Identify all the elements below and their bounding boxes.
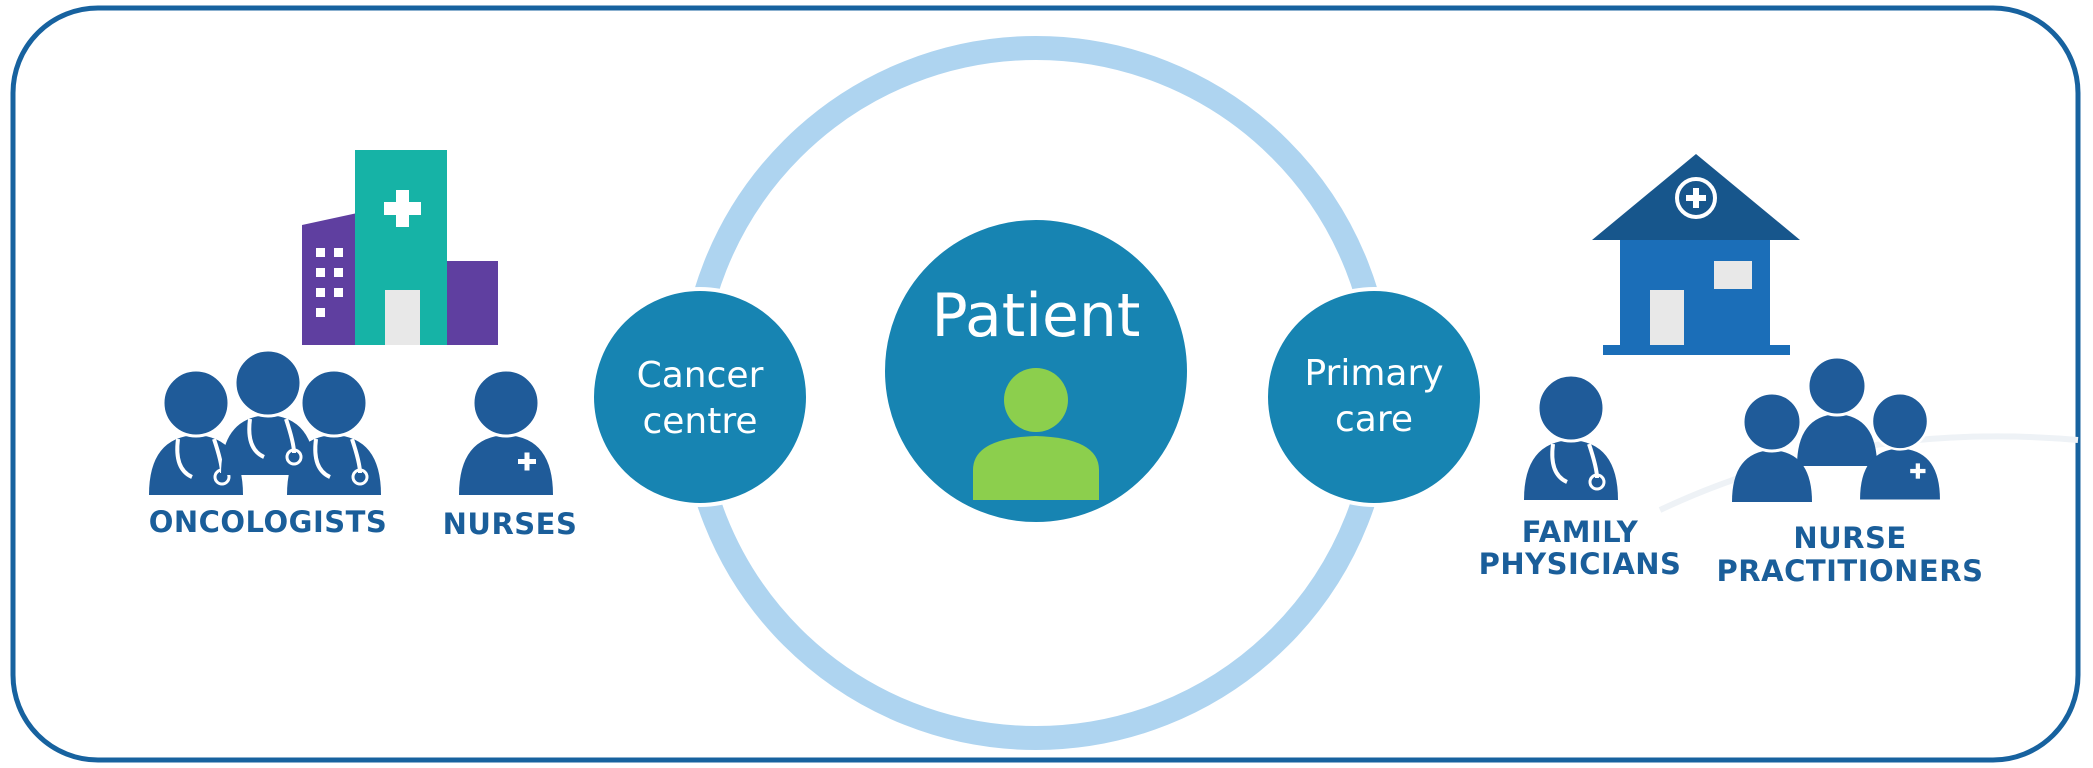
cancer-centre-line2: centre [642, 401, 757, 442]
patient-label: Patient [932, 281, 1141, 351]
primary-care-node: Primary care [1264, 287, 1484, 507]
oncologists-icon [147, 348, 383, 497]
label-nurse-practitioners-line2: PRACTITIONERS [1716, 554, 1984, 588]
patient-node: Patient [881, 216, 1191, 526]
hospital-icon [302, 150, 498, 345]
label-oncologists: ONCOLOGISTS [148, 505, 388, 539]
label-family-physicians-line2: PHYSICIANS [1478, 547, 1682, 581]
clinic-icon [1592, 154, 1800, 355]
cancer-centre-node: Cancer centre [590, 287, 810, 507]
label-nurses: NURSES [442, 507, 578, 541]
plus-icon [1675, 177, 1717, 219]
label-family-physicians-line1: FAMILY [1521, 515, 1639, 549]
label-nurse-practitioners-line1: NURSE [1793, 521, 1907, 555]
cancer-centre-line1: Cancer [637, 355, 764, 396]
primary-care-line1: Primary [1304, 353, 1443, 394]
primary-care-line2: care [1335, 399, 1413, 440]
person-icon [973, 368, 1099, 500]
